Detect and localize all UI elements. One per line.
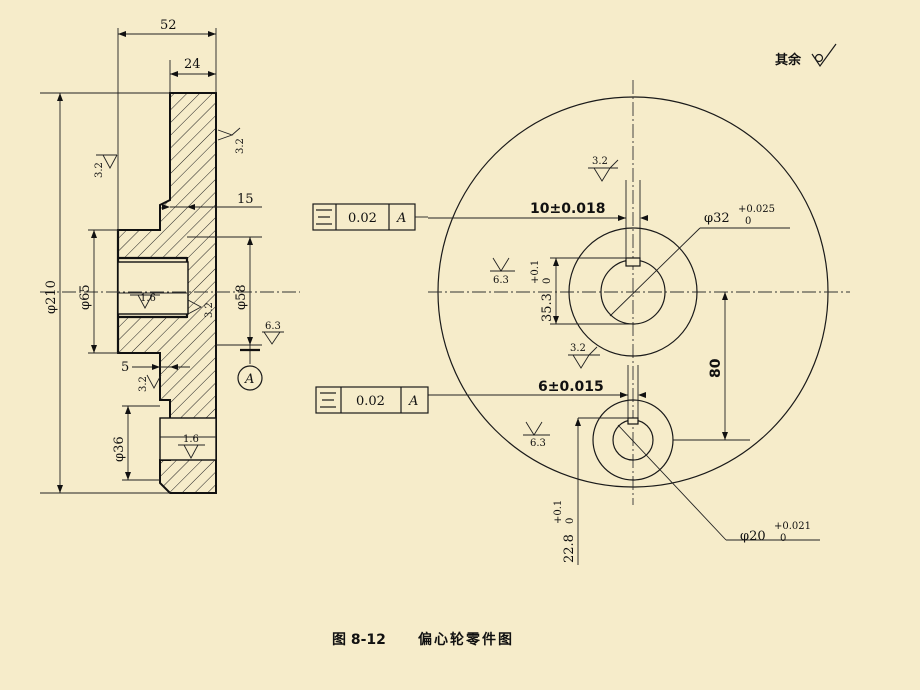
- tolerance-value: 0.02: [356, 394, 385, 409]
- svg-text:+0.1: +0.1: [530, 260, 541, 284]
- svg-text:3.2: 3.2: [138, 376, 149, 392]
- roughness-symbol: 6.3: [490, 257, 515, 286]
- svg-text:3.2: 3.2: [235, 138, 246, 154]
- svg-text:0: 0: [542, 278, 553, 284]
- dim-overall-width: 52: [160, 18, 177, 33]
- dim-hub-width: 24: [184, 57, 201, 72]
- dim-groove-dia: φ36: [112, 436, 127, 462]
- svg-text:1.6: 1.6: [183, 434, 199, 445]
- svg-text:3.2: 3.2: [570, 343, 586, 354]
- roughness-symbol: 3.2: [94, 154, 118, 178]
- dim-small-step: 5: [121, 360, 129, 375]
- dim-bore-lower: φ20: [740, 529, 766, 544]
- roughness-symbol: 1.6: [178, 434, 205, 459]
- svg-text:3.2: 3.2: [592, 156, 608, 167]
- tolerance-value: 0.02: [348, 211, 377, 226]
- svg-text:3.2: 3.2: [204, 302, 215, 318]
- svg-text:0: 0: [565, 518, 576, 524]
- roughness-symbol: 1.6: [130, 293, 160, 309]
- dim-key-depth-upper: 35.3: [540, 293, 555, 322]
- roughness-symbol: 3.2: [588, 156, 619, 182]
- caption-title: 偏心轮零件图: [418, 631, 514, 648]
- dim-hub-dia: φ65: [78, 284, 93, 310]
- dim-eccentric: 80: [708, 358, 724, 378]
- side-section-view: 52 24 φ210 φ65 φ58 15: [40, 18, 300, 494]
- svg-text:6.3: 6.3: [265, 321, 281, 332]
- datum-circle: [237, 365, 263, 391]
- dim-key-depth-lower: 22.8: [562, 534, 577, 563]
- svg-text:0: 0: [780, 533, 786, 544]
- svg-text:0: 0: [745, 216, 751, 227]
- datum-label: A: [244, 372, 254, 387]
- roughness-symbol: 3.2: [138, 374, 162, 392]
- svg-text:+0.021: +0.021: [774, 521, 811, 532]
- bore-section: [117, 261, 189, 315]
- tolerance-datum: A: [396, 211, 406, 226]
- svg-text:6.3: 6.3: [530, 438, 546, 449]
- dim-bore-dia: φ58: [234, 284, 249, 310]
- dim-keyway-upper: 10±0.018: [530, 201, 606, 217]
- tolerance-datum: A: [408, 394, 418, 409]
- general-roughness-note: 其余: [775, 43, 837, 68]
- tolerance-frame: 0.02 A: [315, 386, 429, 414]
- tolerance-frame: 0.02 A: [312, 203, 428, 231]
- front-view: 10±0.018 φ32 +0.025 0 6±0.015 φ20 +0.021…: [312, 80, 850, 565]
- general-roughness-label: 其余: [775, 52, 802, 68]
- figure-caption: 图 8-12 偏心轮零件图: [332, 631, 514, 648]
- caption-number: 图 8-12: [332, 632, 386, 648]
- dim-step: 15: [237, 192, 254, 207]
- lower-keyway: [627, 417, 639, 425]
- svg-text:3.2: 3.2: [94, 162, 105, 178]
- svg-text:6.3: 6.3: [493, 275, 509, 286]
- hub-circle: [568, 227, 698, 357]
- dim-outer-dia: φ210: [44, 280, 59, 314]
- upper-keyway: [625, 257, 641, 267]
- roughness-check-icon: [811, 43, 837, 68]
- roughness-symbol: 3.2: [568, 343, 600, 369]
- svg-text:1.6: 1.6: [140, 293, 156, 304]
- roughness-symbol: 6.3: [523, 421, 550, 449]
- roughness-symbol: 3.2: [187, 299, 215, 318]
- dim-bore-upper: φ32: [704, 211, 730, 226]
- svg-text:+0.1: +0.1: [553, 500, 564, 524]
- roughness-symbol: 6.3: [262, 321, 284, 345]
- dim-keyway-lower: 6±0.015: [538, 379, 604, 395]
- svg-text:+0.025: +0.025: [738, 204, 775, 215]
- roughness-symbol: 3.2: [217, 127, 246, 154]
